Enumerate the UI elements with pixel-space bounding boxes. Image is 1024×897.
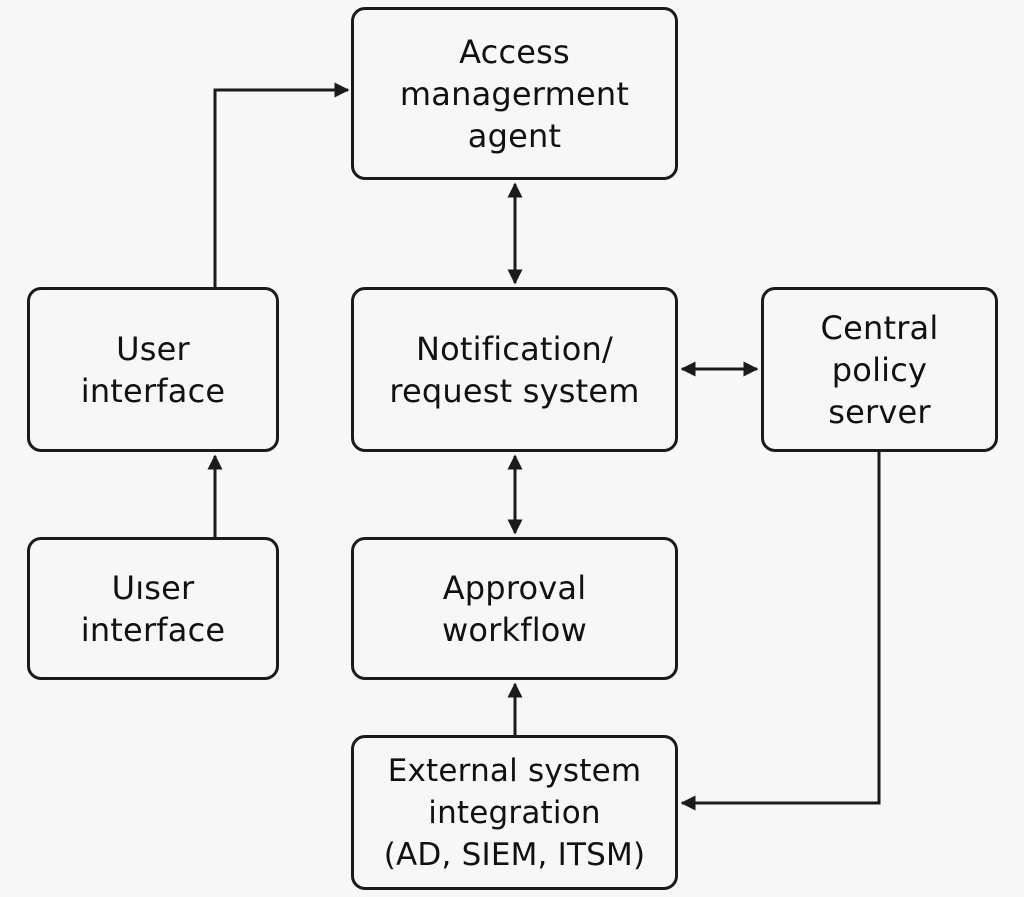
node-label-line: Central	[820, 308, 939, 347]
node-label-line: request system	[389, 371, 640, 410]
node-label-line: server	[828, 392, 931, 431]
approval-workflow-box: Approval workflow	[351, 537, 678, 680]
edge-central-policy-to-external	[680, 452, 881, 811]
notification-request-system-box: Notification/ request system	[351, 287, 678, 452]
node-label-line: integration	[428, 794, 601, 831]
node-label-line: workflow	[442, 610, 587, 649]
user-interface-box-top: User interface	[27, 287, 279, 452]
node-label-line: External system	[387, 752, 642, 789]
node-label-line: interface	[80, 371, 226, 410]
node-label-line: policy	[831, 350, 928, 389]
node-label-line: Notification/	[416, 329, 613, 368]
node-label-line: (AD, SIEM, ITSM)	[383, 836, 646, 873]
external-system-integration-box: External system integration (AD, SIEM, I…	[351, 735, 678, 890]
node-label-line: Uıser	[111, 568, 195, 607]
node-label-line: Approval	[442, 568, 587, 607]
access-management-agent-box: Access managerment agent	[351, 7, 678, 180]
node-label-line: agent	[467, 116, 562, 155]
central-policy-server-box: Central policy server	[761, 287, 998, 452]
node-label-line: Access	[459, 32, 570, 71]
edge-ui-to-agent	[213, 82, 350, 287]
node-label-line: interface	[80, 610, 226, 649]
node-label-line: managerment	[399, 74, 630, 113]
user-interface-box-bottom: Uıser interface	[27, 537, 279, 680]
node-label-line: User	[116, 329, 190, 368]
